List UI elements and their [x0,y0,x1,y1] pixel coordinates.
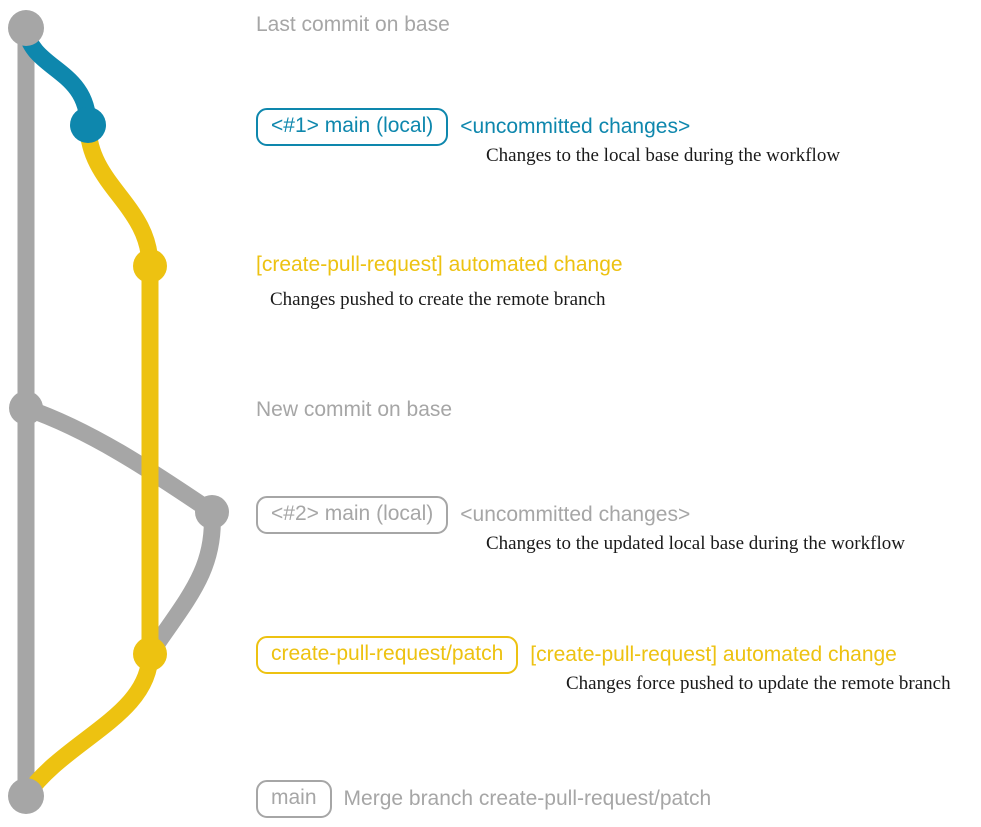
edge-local1-to-patch1 [79,116,159,275]
commit-node-base-new[interactable] [9,391,43,425]
commit-subject-patch-2: [create-pull-request] automated change [530,642,897,666]
commit-node-merge[interactable] [8,778,44,814]
note-local-1: Changes to the local base during the wor… [486,145,841,166]
edge-patch2-to-merge [17,645,159,805]
commit-subject-local-1: <uncommitted changes> [460,114,691,138]
note-patch-2: Changes force pushed to update the remot… [566,673,951,694]
commit-node-base-last[interactable] [8,10,44,46]
commit-node-local-1[interactable] [70,107,106,143]
commit-node-local-2[interactable] [195,495,229,529]
commit-subject-merge: Merge branch create-pull-request/patch [343,786,712,810]
row-local-2: <#2> main (local) <uncommitted changes> [256,496,690,534]
ref-pill-main[interactable]: main [256,780,332,818]
ref-pill-create-pull-request-patch[interactable]: create-pull-request/patch [256,636,519,674]
headline-automated-change-1: [create-pull-request] automated change [256,253,623,276]
note-local-2: Changes to the updated local base during… [486,533,905,554]
commit-node-patch-1[interactable] [133,249,167,283]
headline-new-commit-on-base: New commit on base [256,398,453,421]
edge-base-to-local2 [17,399,221,521]
ref-pill-main-local-2[interactable]: <#2> main (local) [256,496,449,534]
headline-last-commit-on-base: Last commit on base [256,13,450,36]
row-patch-2: create-pull-request/patch [create-pull-r… [256,636,897,674]
ref-pill-main-local-1[interactable]: <#1> main (local) [256,108,449,146]
commit-node-patch-2[interactable] [133,637,167,671]
row-merge: main Merge branch create-pull-request/pa… [256,780,711,818]
edge-local2-to-patch2 [141,503,221,663]
note-patch-1: Changes pushed to create the remote bran… [270,289,606,310]
row-local-1: <#1> main (local) <uncommitted changes> [256,108,690,146]
commit-subject-local-2: <uncommitted changes> [460,502,691,526]
